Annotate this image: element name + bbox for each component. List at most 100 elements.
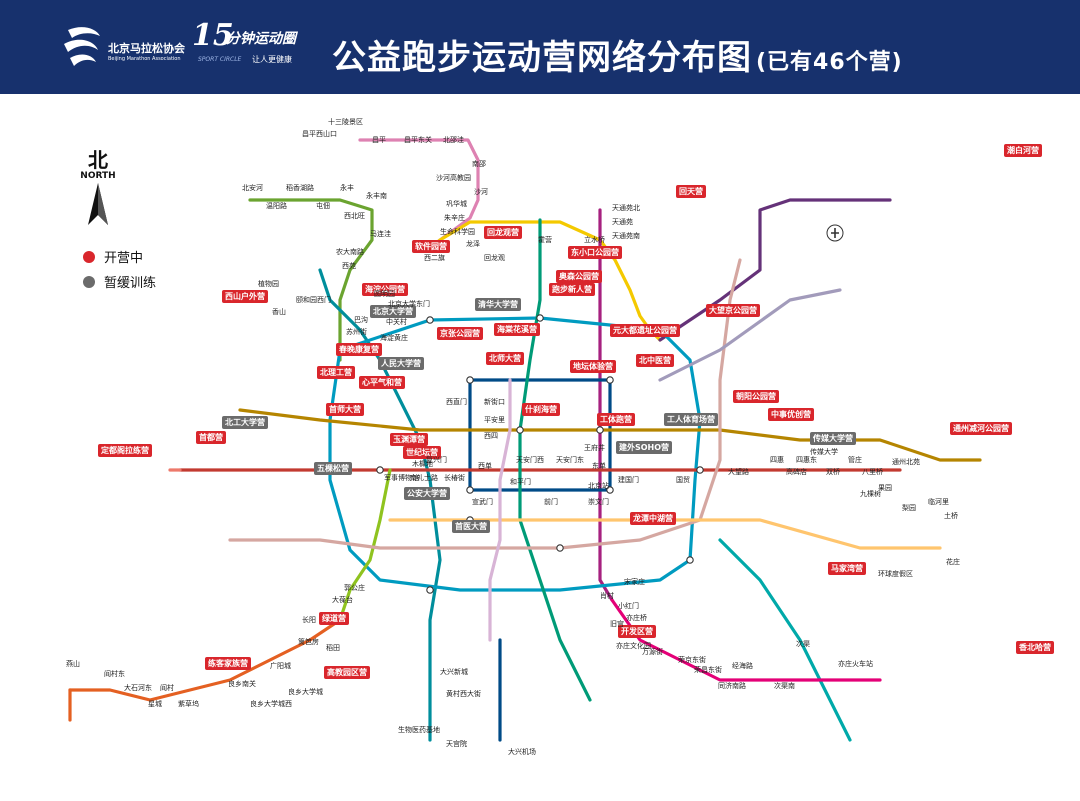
station-label: 星城 bbox=[148, 700, 162, 708]
camp-badge[interactable]: 北中医营 bbox=[636, 354, 674, 367]
camp-badge[interactable]: 定都阁拉练营 bbox=[98, 444, 152, 457]
station-label: 圆明园 bbox=[374, 290, 395, 298]
station-label: 回龙观 bbox=[484, 254, 505, 262]
camp-badge[interactable]: 绿道营 bbox=[319, 612, 349, 625]
logo-15-sub-en: SPORT CIRCLE bbox=[198, 56, 242, 63]
station-label: 天通苑南 bbox=[612, 232, 640, 240]
camp-badge[interactable]: 通州减河公园营 bbox=[950, 422, 1012, 435]
station-label: 紫草坞 bbox=[178, 700, 199, 708]
camp-badge[interactable]: 朝阳公园营 bbox=[733, 390, 779, 403]
station-label: 朱辛庄 bbox=[444, 214, 465, 222]
station-label: 亦庄桥 bbox=[626, 614, 647, 622]
camp-badge[interactable]: 首都营 bbox=[196, 431, 226, 444]
line-15 bbox=[658, 198, 892, 342]
camp-badge[interactable]: 潮白河营 bbox=[1004, 144, 1042, 157]
camp-badge[interactable]: 中事优创营 bbox=[768, 408, 814, 421]
camp-badge[interactable]: 元大都遗址公园营 bbox=[610, 324, 680, 337]
station-label: 经海路 bbox=[732, 662, 753, 670]
camp-badge[interactable]: 北师大营 bbox=[486, 352, 524, 365]
station-label: 次渠南 bbox=[774, 682, 795, 690]
camp-badge[interactable]: 首医大营 bbox=[452, 520, 490, 533]
station-label: 黄村西大街 bbox=[446, 690, 481, 698]
camp-badge[interactable]: 北理工营 bbox=[317, 366, 355, 379]
station-label: 西二旗 bbox=[424, 254, 445, 262]
camp-badge[interactable]: 香北哈营 bbox=[1016, 641, 1054, 654]
station-label: 荣京东街 bbox=[678, 656, 706, 664]
camp-badge[interactable]: 北工大学营 bbox=[222, 416, 268, 429]
station-label: 南礼士路 bbox=[410, 474, 438, 482]
paused-dot-icon bbox=[83, 275, 95, 288]
camp-badge[interactable]: 传媒大学营 bbox=[810, 432, 856, 445]
station-label: 大兴机场 bbox=[508, 748, 536, 756]
station-label: 八里桥 bbox=[862, 468, 883, 476]
camp-badge[interactable]: 西山户外营 bbox=[222, 290, 268, 303]
camp-badge[interactable]: 海棠花溪营 bbox=[494, 323, 540, 336]
camp-badge[interactable]: 北京大学营 bbox=[370, 305, 416, 318]
camp-badge[interactable]: 玉渊潭营 bbox=[390, 433, 428, 446]
camp-badge[interactable]: 跑步新人营 bbox=[549, 283, 595, 296]
station-label: 花庄 bbox=[946, 558, 960, 566]
title-subtitle: (已有46个营) bbox=[756, 50, 903, 75]
camp-badge[interactable]: 练客家族营 bbox=[205, 657, 251, 670]
station-label: 北京站 bbox=[588, 482, 609, 490]
legend-paused-label: 暂缓训练 bbox=[104, 276, 157, 291]
station-label: 篱笆房 bbox=[298, 638, 319, 646]
camp-badge[interactable]: 什刹海营 bbox=[522, 403, 560, 416]
station-label: 同济南路 bbox=[718, 682, 746, 690]
camp-badge[interactable]: 人民大学营 bbox=[378, 357, 424, 370]
camp-badge[interactable]: 海淀公园营 bbox=[362, 283, 408, 296]
camp-badge[interactable]: 东小口公园营 bbox=[568, 246, 622, 259]
station-label: 植物园 bbox=[258, 280, 279, 288]
station-label: 建国门 bbox=[618, 476, 639, 484]
station-label: 天宫院 bbox=[446, 740, 467, 748]
camp-badge[interactable]: 清华大学营 bbox=[475, 298, 521, 311]
station-label: 温阳路 bbox=[266, 202, 287, 210]
camp-badge[interactable]: 回龙观营 bbox=[484, 226, 522, 239]
bma-name: 北京马拉松协会 bbox=[108, 42, 185, 55]
station-label: 阎村东 bbox=[104, 670, 125, 678]
station-label: 永丰南 bbox=[366, 192, 387, 200]
station-label: 旧宫 bbox=[610, 620, 624, 628]
station-label: 龙泽 bbox=[466, 240, 480, 248]
camp-badge[interactable]: 世纪坛营 bbox=[403, 446, 441, 459]
camp-badge[interactable]: 工人体育场营 bbox=[664, 413, 718, 426]
station-label: 王府井 bbox=[584, 444, 605, 452]
legend-paused: 暂缓训练 bbox=[83, 272, 156, 291]
page-title: 公益跑步运动营网络分布图(已有46个营) bbox=[332, 30, 903, 79]
camp-badge[interactable]: 回天营 bbox=[676, 185, 706, 198]
camp-badge[interactable]: 公安大学营 bbox=[404, 487, 450, 500]
camp-badge[interactable]: 建外SOHO营 bbox=[616, 441, 673, 454]
camp-badge[interactable]: 心平气和营 bbox=[359, 376, 405, 389]
camp-badge[interactable]: 开发区营 bbox=[618, 625, 656, 638]
logo-15-number: 15 bbox=[192, 18, 234, 53]
header-bar: 北京马拉松协会 Beijing Marathon Association 15 … bbox=[0, 0, 1080, 94]
camp-badge[interactable]: 龙潭中湖营 bbox=[630, 512, 676, 525]
station-label: 西单 bbox=[478, 462, 492, 470]
station-label: 郭公庄 bbox=[344, 584, 365, 592]
bma-logo: 北京马拉松协会 Beijing Marathon Association bbox=[62, 22, 202, 72]
camp-badge[interactable]: 大望京公园营 bbox=[706, 304, 760, 317]
station-label: 屯佃 bbox=[316, 202, 330, 210]
camp-badge[interactable]: 地坛体验营 bbox=[570, 360, 616, 373]
line-8 bbox=[518, 218, 592, 702]
camp-badge[interactable]: 春晚康复营 bbox=[336, 343, 382, 356]
camp-badge[interactable]: 首师大营 bbox=[326, 403, 364, 416]
logo-15-slogan: 让人更健康 bbox=[252, 55, 292, 64]
camp-badge[interactable]: 软件园营 bbox=[412, 240, 450, 253]
station-label: 永丰 bbox=[340, 184, 354, 192]
station-label: 复兴门 bbox=[426, 456, 447, 464]
camp-badge[interactable]: 马家湾营 bbox=[828, 562, 866, 575]
camp-badge[interactable]: 高教园区营 bbox=[324, 666, 370, 679]
legend-open-label: 开营中 bbox=[104, 251, 144, 266]
station-label: 巩华城 bbox=[446, 200, 467, 208]
camp-badge[interactable]: 工体跑营 bbox=[597, 413, 635, 426]
line-9 bbox=[338, 468, 392, 622]
camp-badge[interactable]: 五棵松营 bbox=[314, 462, 352, 475]
camp-badge[interactable]: 京张公园营 bbox=[437, 327, 483, 340]
station-label: 南邵 bbox=[472, 160, 486, 168]
camp-badge[interactable]: 奥森公园营 bbox=[556, 270, 602, 283]
station-label: 生物医药基地 bbox=[398, 726, 440, 734]
station-label: 管庄 bbox=[848, 456, 862, 464]
station-label: 东单 bbox=[592, 462, 606, 470]
station-label: 木樨地 bbox=[412, 460, 433, 468]
